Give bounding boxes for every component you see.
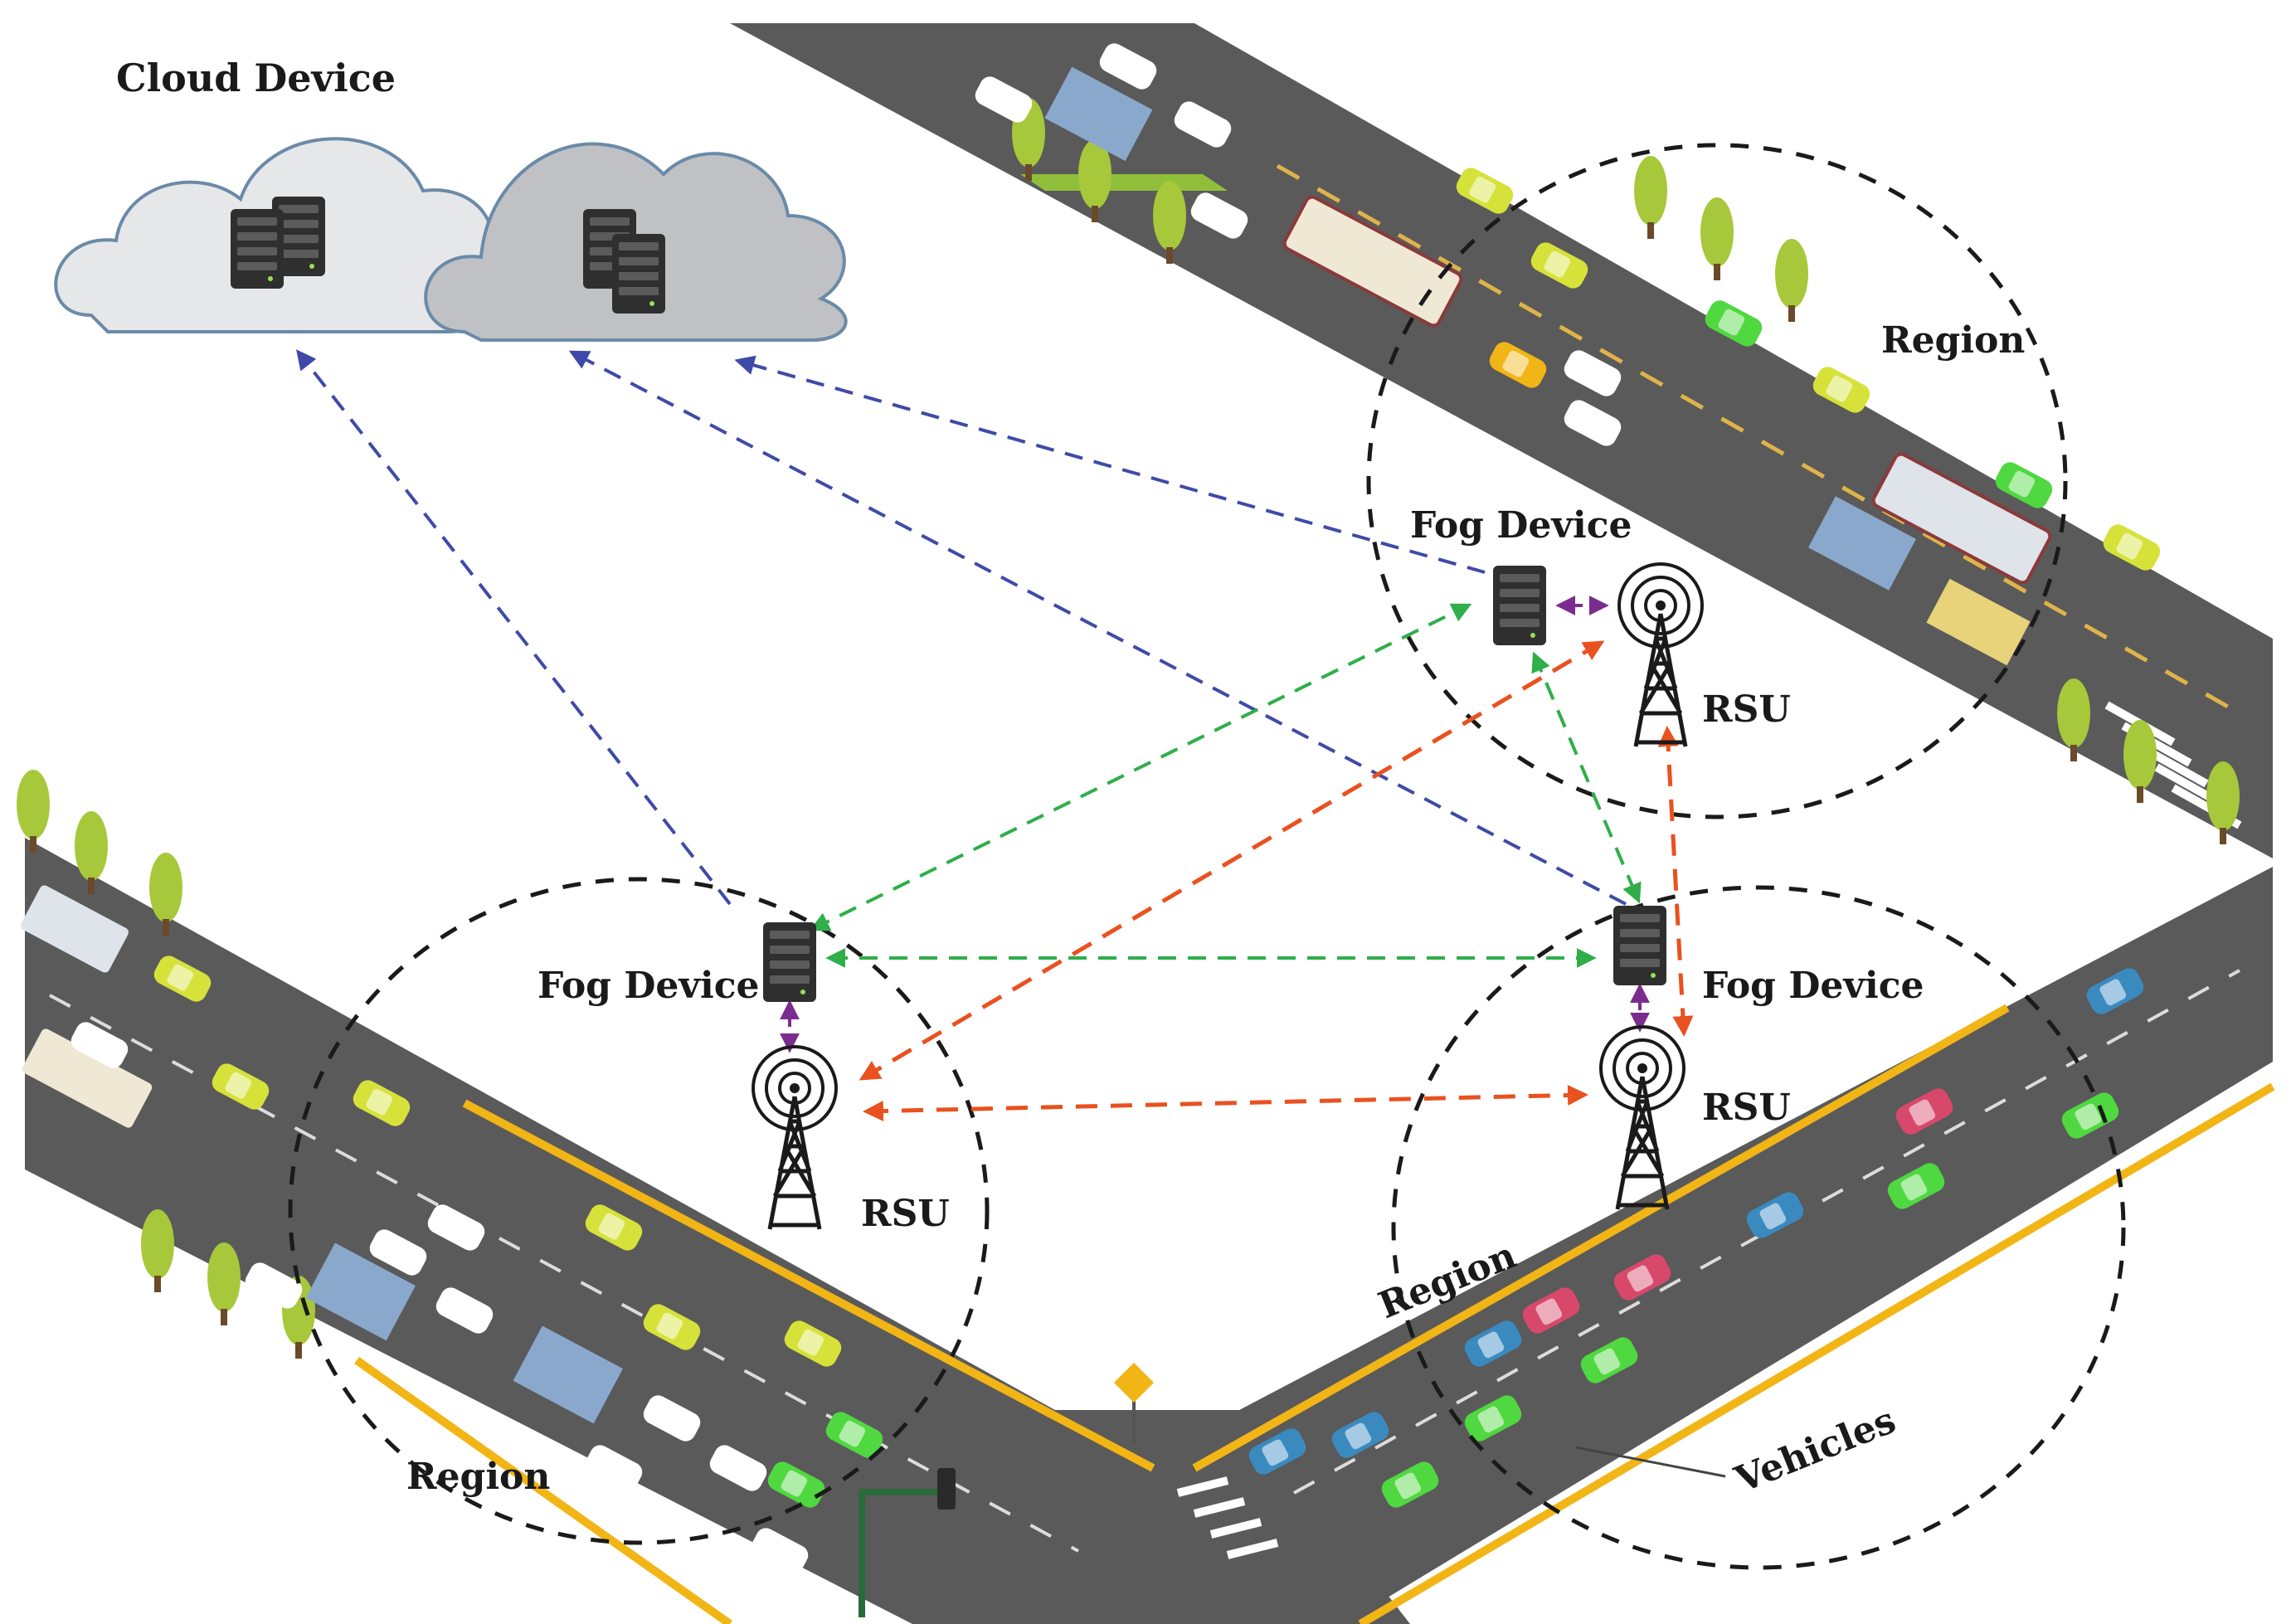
regions (288, 143, 2126, 1570)
bus-top (1282, 195, 1463, 328)
link-rsu-left-right (863, 1084, 1588, 1122)
links-cloud (296, 349, 1627, 906)
link-fog-left-to-cloud (296, 349, 732, 906)
fog-device-label-top: Fog Device (1410, 504, 1632, 547)
bus-left-2 (22, 1028, 153, 1128)
cloud-server-icon-right-2 (612, 234, 665, 314)
crosswalk-bottom (1176, 1476, 1279, 1559)
cloud-server-icon-left-2 (231, 209, 284, 289)
links-rsu (859, 640, 1694, 1122)
traffic-light (859, 1468, 956, 1617)
rsu-label-left: RSU (861, 1193, 950, 1235)
link-rsu-left-top (859, 640, 1605, 1081)
fog-device-top: Fog Device (1410, 504, 1632, 645)
cloud-device-group: Cloud Device (54, 56, 848, 342)
curb-right (1192, 1004, 2010, 1472)
rsu-label-top: RSU (1702, 688, 1791, 731)
rsu-label-right: RSU (1702, 1087, 1791, 1129)
rsu-left: RSU (753, 1047, 950, 1235)
link-fog-left-top (809, 603, 1472, 931)
cloud-right (424, 142, 848, 342)
links-fog (809, 603, 1642, 968)
fog-device-right: Fog Device (1613, 906, 1924, 1007)
roadside-grass-top (1020, 174, 1228, 191)
road-top-right (730, 23, 2273, 858)
curb-bottom-left (354, 1356, 732, 1624)
link-fog-right-to-cloud (568, 350, 1627, 906)
fog-server-icon-left (763, 922, 816, 1002)
bus-left (21, 885, 129, 973)
rsu-tower-icon-left (753, 1047, 836, 1229)
van-top (1926, 578, 2031, 666)
link-rsu-top-right (1657, 726, 1694, 1037)
fog-server-icon-right (1613, 906, 1666, 985)
region-circle-right (1391, 885, 2126, 1570)
curb-left (462, 1099, 1155, 1472)
rsu-top: RSU (1619, 564, 1791, 746)
road-network (25, 23, 2275, 1624)
vehicles-pointer (1575, 1446, 1726, 1478)
truck-top (1044, 66, 1153, 162)
fog-device-label-left: Fog Device (538, 965, 759, 1007)
link-fog-top-to-cloud (734, 355, 1486, 574)
lane-marking-right (1293, 969, 2240, 1495)
fog-server-icon-top (1493, 566, 1546, 645)
region-circle-top (1366, 143, 2068, 819)
fog-device-label-right: Fog Device (1702, 965, 1924, 1007)
fog-device-left: Fog Device (538, 922, 816, 1007)
truck-top-2 (1808, 496, 1916, 591)
rsu-tower-icon-top (1619, 564, 1702, 746)
links-local (780, 596, 1650, 1053)
rsu-right: RSU (1601, 1027, 1791, 1209)
truck-left (305, 1242, 416, 1341)
region-label-top: Region (1881, 319, 2025, 362)
truck-left-2 (513, 1325, 623, 1424)
rsu-tower-icon-right (1601, 1027, 1684, 1209)
vehicles-label: Vehicles (1729, 1399, 1901, 1502)
region-label-left: Region (406, 1456, 550, 1498)
region-circle-left (288, 877, 990, 1545)
bus-top-2 (1871, 452, 2052, 585)
cloud-device-label: Cloud Device (116, 56, 396, 100)
road-bottom-right (1145, 867, 2273, 1624)
vehicles (21, 40, 2164, 1578)
